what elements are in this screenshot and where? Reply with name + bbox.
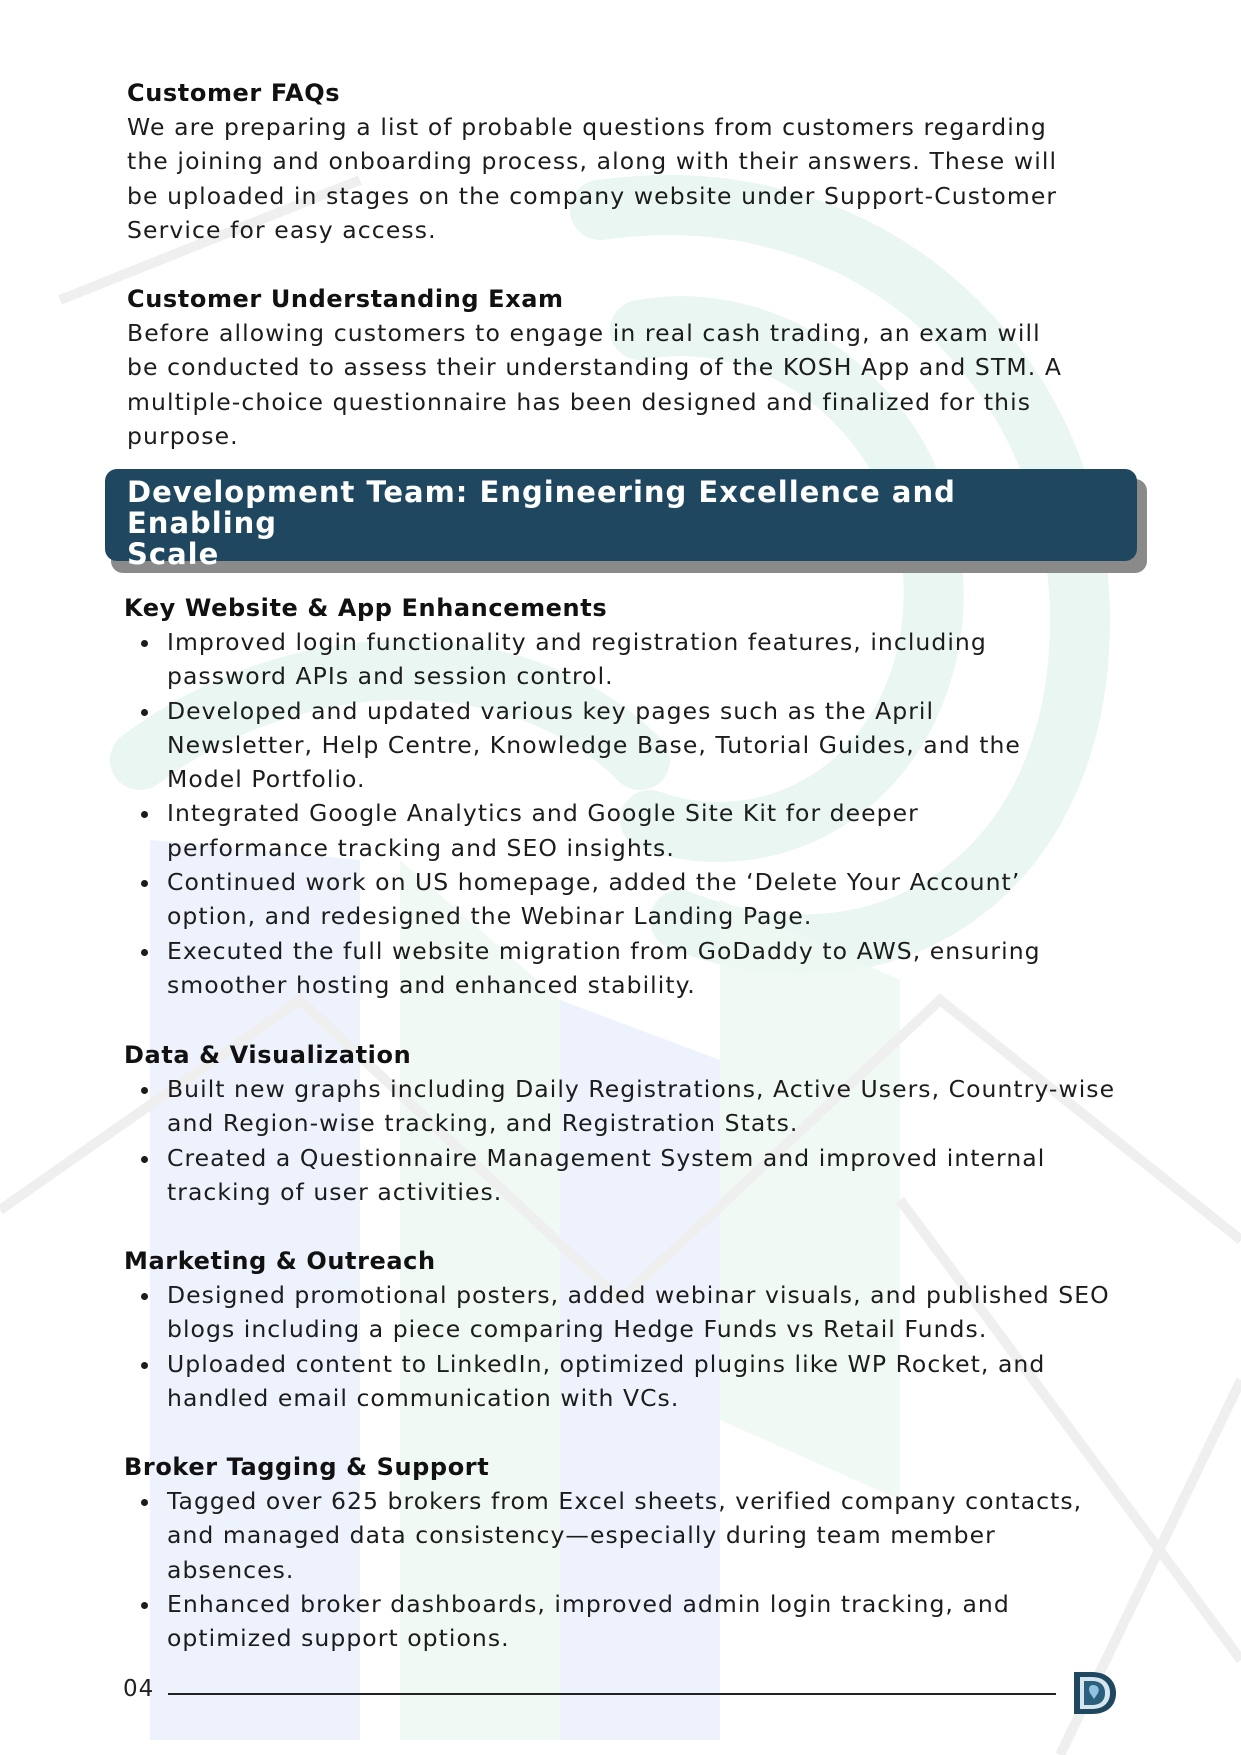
customer-faqs-section: Customer FAQs We are preparing a list of… (127, 76, 1127, 247)
page-number: 04 (123, 1676, 155, 1702)
list-item: Executed the full website migration from… (124, 934, 1147, 1003)
section-heading: Customer Understanding Exam (127, 285, 564, 313)
bullet-list: Built new graphs including Daily Registr… (124, 1072, 1124, 1209)
section-heading: Broker Tagging & Support (124, 1453, 490, 1481)
list-item: Built new graphs including Daily Registr… (124, 1072, 1142, 1141)
paragraph-line: be conducted to assess their understandi… (127, 353, 1063, 382)
section-banner: Development Team: Engineering Excellence… (105, 469, 1137, 570)
section-heading: Key Website & App Enhancements (124, 594, 608, 622)
data-visualization-section: Data & Visualization Built new graphs in… (124, 1038, 1124, 1209)
footer-divider (168, 1693, 1056, 1695)
list-item: Integrated Google Analytics and Google S… (124, 796, 1067, 865)
bullet-list: Improved login functionality and registr… (124, 625, 1124, 1002)
banner-title-line: Scale (127, 537, 220, 571)
list-item: Designed promotional posters, added webi… (124, 1278, 1152, 1347)
paragraph-line: We are preparing a list of probable ques… (127, 113, 1047, 141)
list-item: Tagged over 625 brokers from Excel sheet… (124, 1484, 1102, 1587)
paragraph-line: the joining and onboarding process, alon… (127, 147, 1058, 176)
section-heading: Customer FAQs (127, 79, 341, 107)
paragraph-line: multiple-choice questionnaire has been d… (127, 387, 1032, 416)
customer-exam-section: Customer Understanding Exam Before allow… (127, 282, 1127, 453)
list-item: Created a Questionnaire Management Syste… (124, 1141, 1142, 1210)
paragraph-line: Before allowing customers to engage in r… (127, 319, 1041, 347)
paragraph-line: Service for easy access. (127, 215, 437, 244)
website-app-section: Key Website & App Enhancements Improved … (124, 591, 1124, 1002)
section-heading: Marketing & Outreach (124, 1247, 436, 1275)
paragraph-line: purpose. (127, 421, 239, 450)
list-item: Continued work on US homepage, added the… (124, 865, 1102, 934)
bullet-list: Designed promotional posters, added webi… (124, 1278, 1124, 1415)
marketing-outreach-section: Marketing & Outreach Designed promotiona… (124, 1244, 1124, 1415)
broker-tagging-section: Broker Tagging & Support Tagged over 625… (124, 1450, 1124, 1655)
banner-title-line: Development Team: Engineering Excellence… (127, 475, 956, 540)
company-d-logo-icon (1074, 1672, 1116, 1714)
section-heading: Data & Visualization (124, 1041, 412, 1069)
list-item: Improved login functionality and registr… (124, 625, 1067, 694)
paragraph-line: be uploaded in stages on the company web… (127, 181, 1058, 210)
list-item: Enhanced broker dashboards, improved adm… (124, 1587, 1102, 1656)
list-item: Uploaded content to LinkedIn, optimized … (124, 1347, 1152, 1416)
bullet-list: Tagged over 625 brokers from Excel sheet… (124, 1484, 1124, 1655)
list-item: Developed and updated various key pages … (124, 694, 1067, 797)
